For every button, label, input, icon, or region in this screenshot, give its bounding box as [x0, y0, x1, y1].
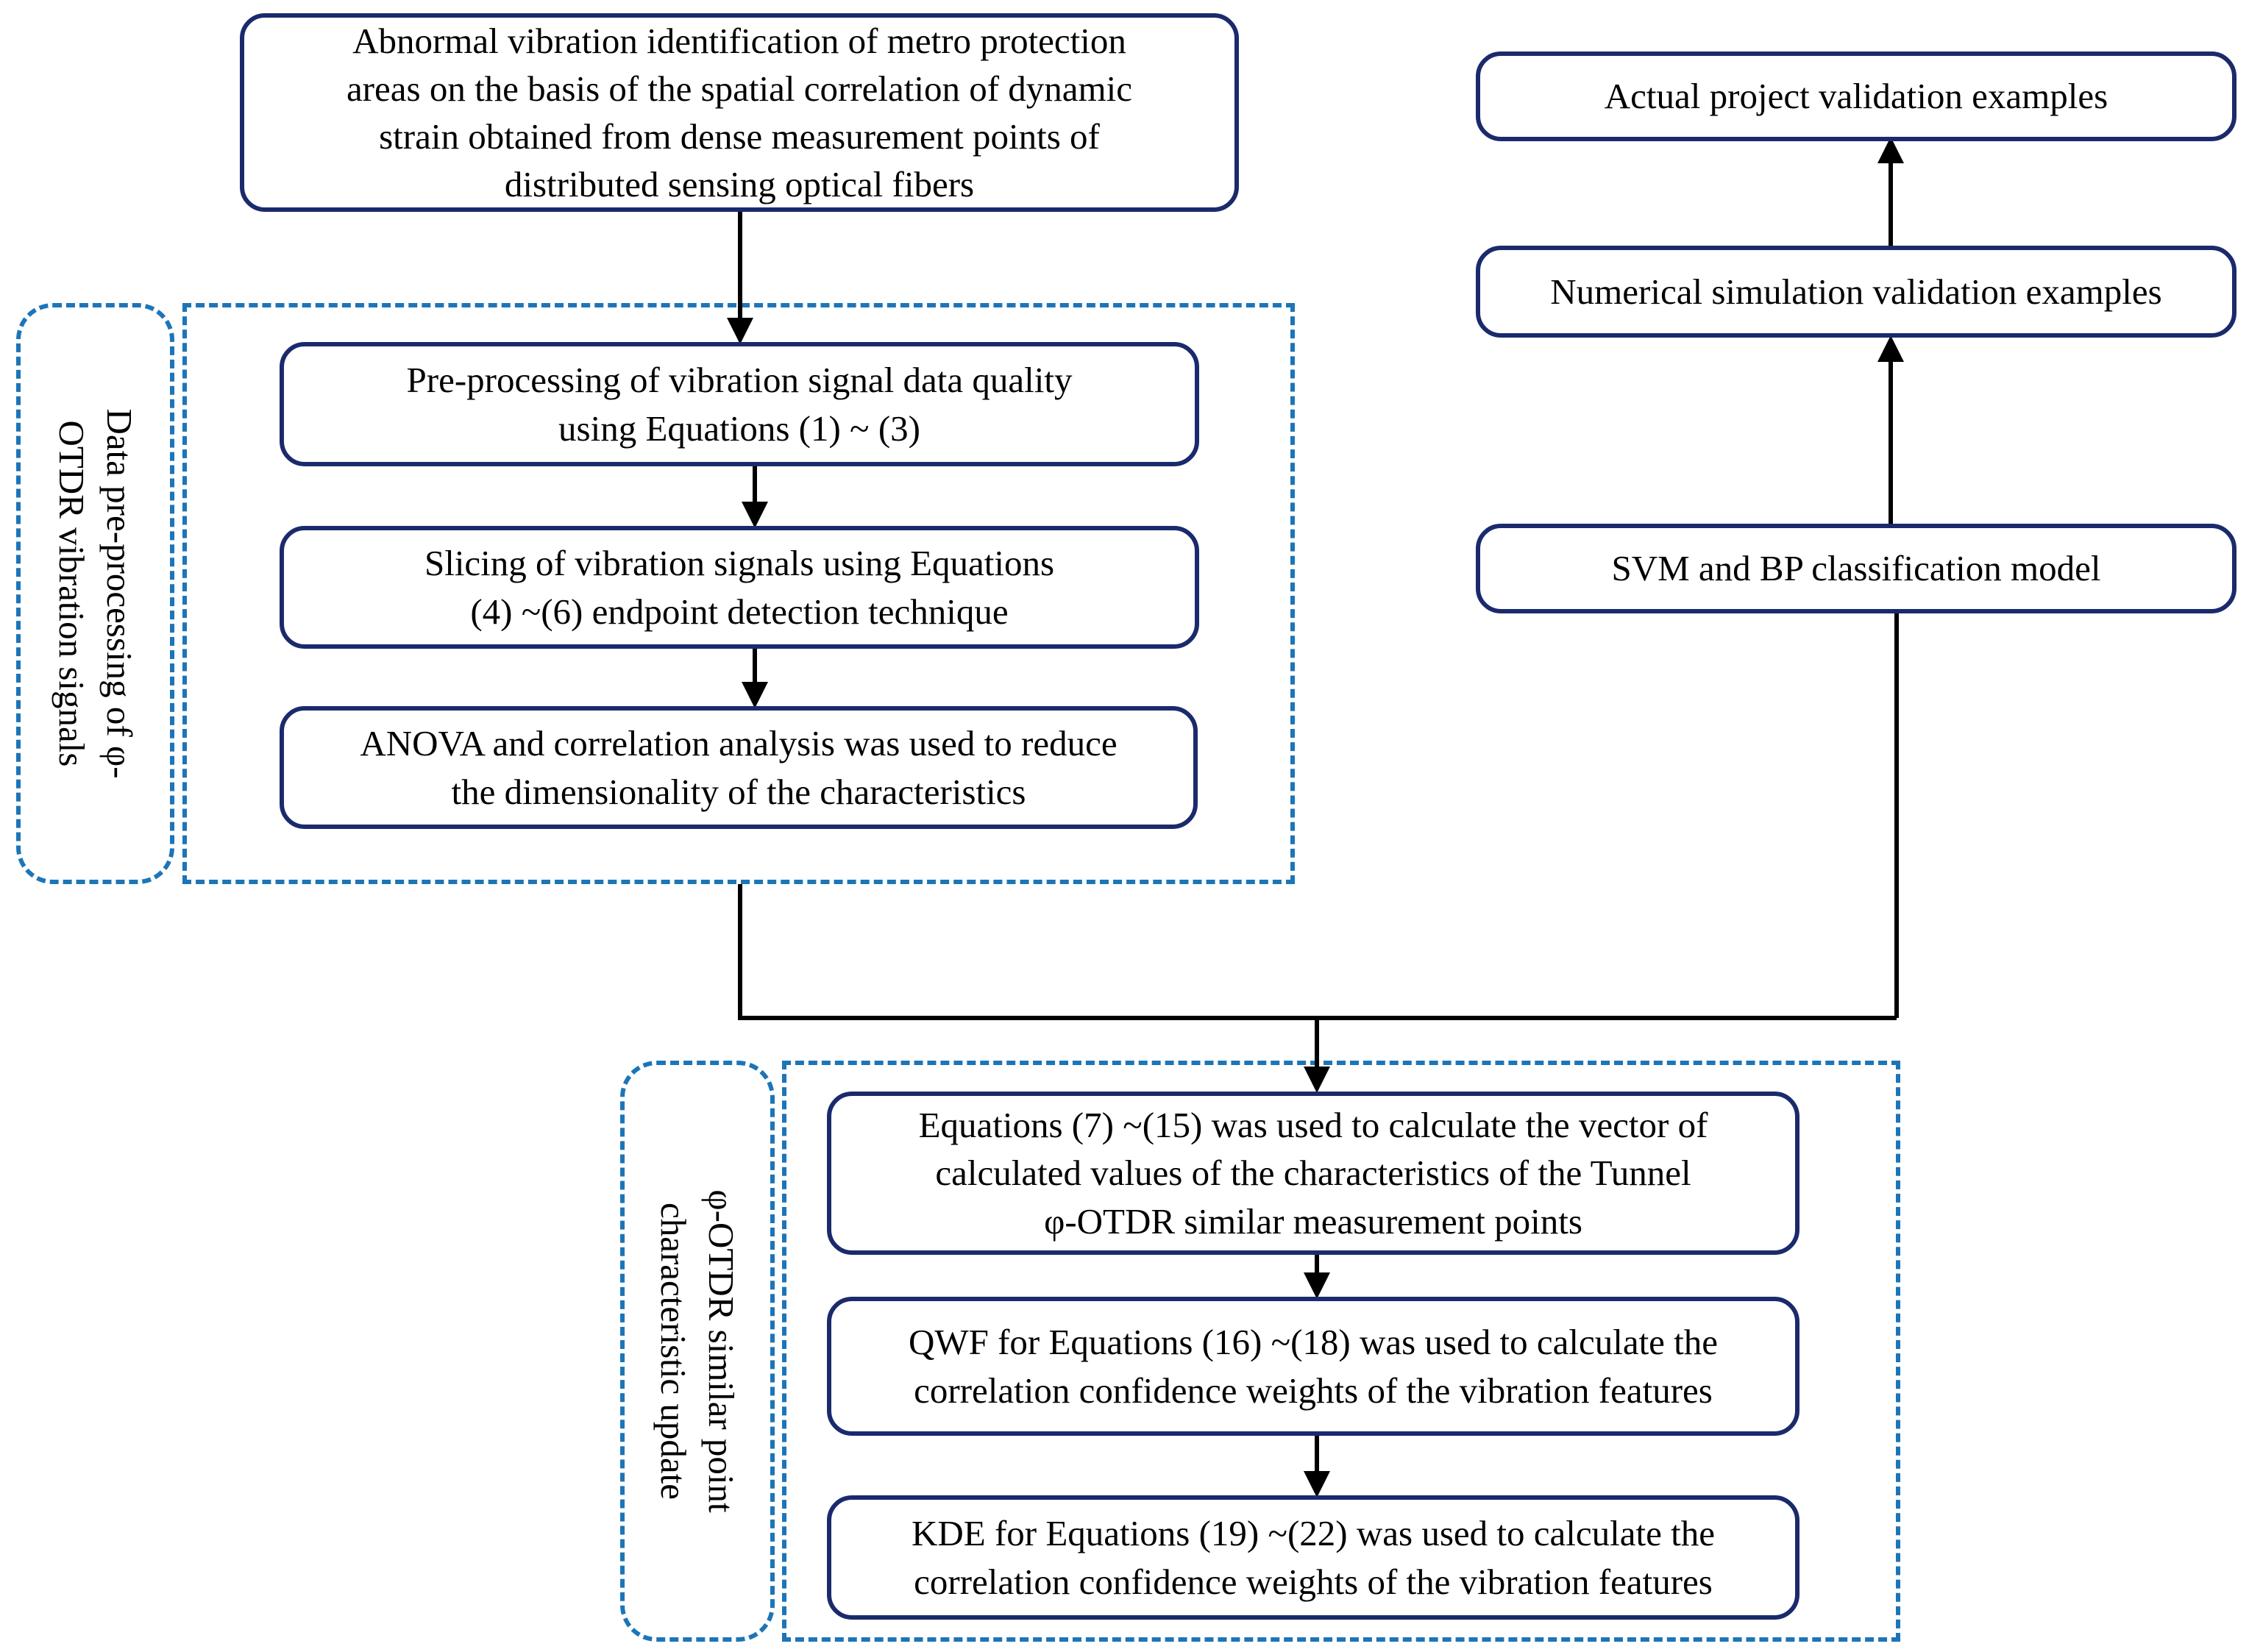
preprocessing-label-line2: OTDR vibration signals [51, 420, 92, 767]
step-line: (4) ~(6) endpoint detection technique [470, 591, 1009, 632]
update-step-1: Equations (7) ~(15) was used to calculat… [827, 1092, 1799, 1255]
update-step-2: QWF for Equations (16) ~(18) was used to… [827, 1297, 1799, 1436]
line-preprocessing-to-join [738, 884, 1897, 1020]
top-box-line2: areas on the basis of the spatial correl… [346, 68, 1133, 109]
step-line: calculated values of the characteristics… [935, 1153, 1691, 1194]
step-line: correlation confidence weights of the vi… [914, 1561, 1713, 1602]
preprocessing-step-2: Slicing of vibration signals using Equat… [280, 526, 1199, 649]
top-box-line4: distributed sensing optical fibers [504, 164, 975, 205]
update-group-frame [782, 1061, 1900, 1642]
preprocessing-label-frame [16, 303, 174, 884]
preprocessing-step-3: ANOVA and correlation analysis was used … [280, 706, 1198, 829]
step-line: ANOVA and correlation analysis was used … [360, 723, 1118, 764]
classifier-label: SVM and BP classification model [1611, 548, 2101, 589]
step-line: QWF for Equations (16) ~(18) was used to… [908, 1322, 1719, 1363]
top-box-line3: strain obtained from dense measurement p… [379, 116, 1100, 157]
update-group-label: φ-OTDR similar point characteristic upda… [650, 1145, 745, 1557]
step-line: φ-OTDR similar measurement points [1044, 1200, 1582, 1242]
actual-validation-label: Actual project validation examples [1604, 76, 2108, 117]
preprocessing-step-1: Pre-processing of vibration signal data … [280, 342, 1199, 466]
numerical-validation-label: Numerical simulation validation examples [1550, 271, 2162, 312]
top-box-problem-statement: Abnormal vibration identification of met… [240, 13, 1239, 212]
step-line: KDE for Equations (19) ~(22) was used to… [912, 1513, 1715, 1554]
update-label-line2: characteristic update [653, 1202, 694, 1500]
update-label-line1: φ-OTDR similar point [701, 1189, 742, 1513]
step-line: the dimensionality of the characteristic… [451, 771, 1026, 812]
classifier-box: SVM and BP classification model [1476, 524, 2236, 613]
step-line: Pre-processing of vibration signal data … [406, 360, 1073, 401]
top-box-line1: Abnormal vibration identification of met… [352, 20, 1126, 61]
step-line: Equations (7) ~(15) was used to calculat… [918, 1105, 1708, 1146]
preprocessing-label-line1: Data pre-processing of φ- [99, 408, 140, 779]
preprocessing-group-label: Data pre-processing of φ- OTDR vibration… [48, 388, 143, 800]
step-line: Slicing of vibration signals using Equat… [424, 543, 1055, 584]
numerical-validation-box: Numerical simulation validation examples [1476, 246, 2236, 338]
step-line: correlation confidence weights of the vi… [914, 1370, 1713, 1411]
actual-validation-box: Actual project validation examples [1476, 51, 2236, 141]
update-step-3: KDE for Equations (19) ~(22) was used to… [827, 1495, 1799, 1620]
update-label-frame [620, 1061, 775, 1642]
step-line: using Equations (1) ~ (3) [558, 407, 920, 449]
